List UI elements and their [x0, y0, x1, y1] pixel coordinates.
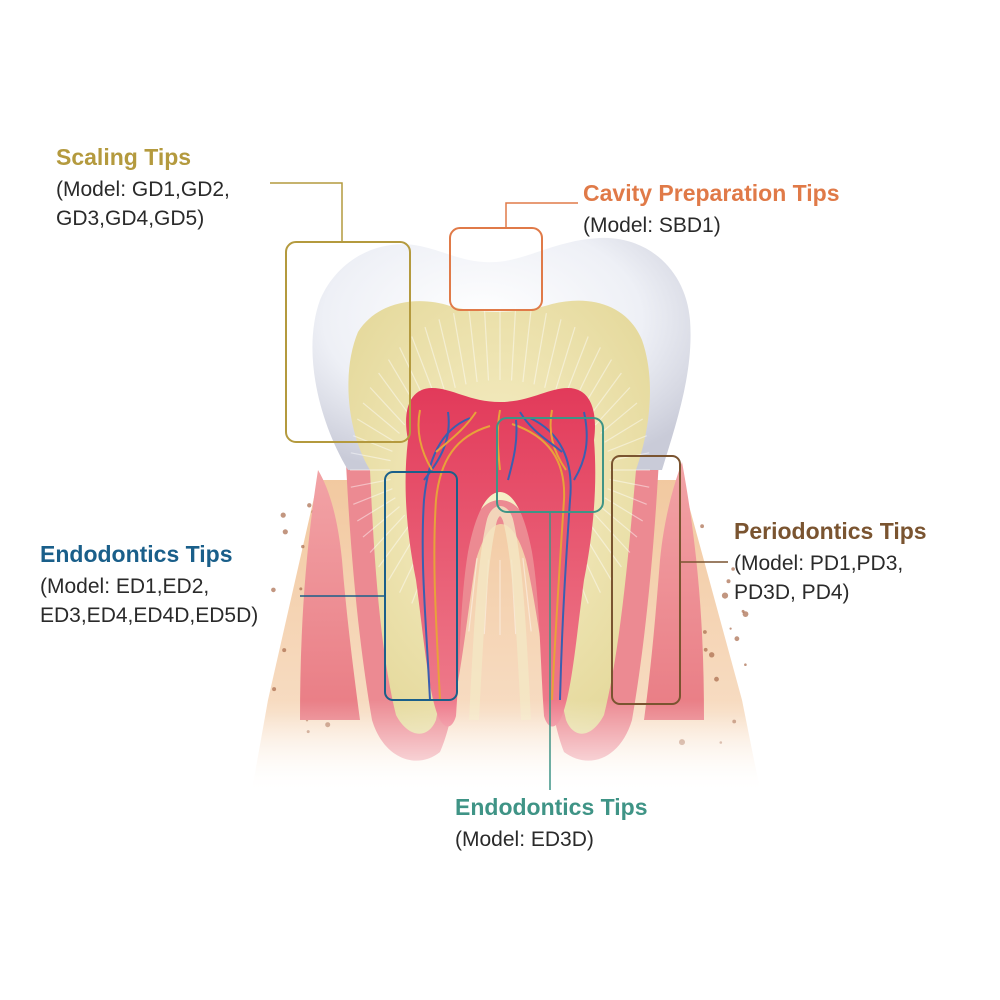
- dentin-tubule: [350, 478, 391, 488]
- bone-pore: [272, 687, 277, 692]
- bone-pore: [709, 652, 715, 658]
- bone-pore: [734, 636, 740, 642]
- dentin-tubule: [607, 488, 647, 505]
- dentin-tubule: [350, 452, 391, 462]
- scaling-tips-title: Scaling Tips: [56, 144, 192, 170]
- dentin-tubule: [588, 522, 622, 568]
- scaling-callout-box: [285, 241, 411, 443]
- bone-pore: [742, 611, 749, 617]
- bone-pore: [307, 503, 312, 508]
- endodontics-tips-bottom-title: Endodontics Tips: [455, 794, 648, 820]
- dentin-tubule: [356, 418, 396, 443]
- bone-pore: [714, 676, 719, 682]
- dentin-tubule: [411, 336, 436, 398]
- bone-pore: [703, 647, 708, 652]
- dentin-tubule: [564, 336, 589, 398]
- dentin-tubule: [353, 435, 393, 452]
- dentin-tubule: [533, 312, 547, 385]
- dentin-tubule: [604, 497, 644, 522]
- dentin-tubule: [369, 387, 406, 426]
- endodontics-tips-bottom-label: Endodontics Tips (Model: ED3D): [455, 793, 648, 854]
- dentin-tubule: [362, 506, 400, 538]
- bottom-fade: [240, 700, 780, 800]
- bone-pore: [700, 524, 704, 529]
- dentin-tubule: [453, 312, 467, 385]
- furcation-line: [469, 506, 531, 721]
- dentin-tubule: [424, 326, 446, 393]
- cavity-callout-box: [449, 227, 543, 311]
- endo-left-callout-box: [384, 471, 458, 701]
- dentin-tubules: [350, 305, 650, 635]
- endodontics-tips-bottom-models: (Model: ED3D): [455, 828, 594, 851]
- dentin-tubule: [362, 402, 400, 434]
- periodontics-tips-label: Periodontics Tips (Model: PD1,PD3, PD3D,…: [734, 517, 927, 607]
- periodontics-tips-title: Periodontics Tips: [734, 518, 927, 544]
- dentin-tubule: [544, 319, 562, 388]
- dentin-tubule: [609, 478, 650, 488]
- periodontics-tips-models-line2: PD3D, PD4): [734, 581, 850, 604]
- dentin-tubule: [468, 308, 478, 383]
- scaling-tips-label: Scaling Tips (Model: GD1,GD2, GD3,GD4,GD…: [56, 143, 230, 233]
- bone-pore: [726, 579, 731, 584]
- bone-pore: [280, 512, 286, 518]
- cavity-leader-line: [505, 202, 578, 228]
- bone-pore: [721, 592, 729, 599]
- dentin-tubule: [510, 305, 517, 381]
- bone-pore: [282, 648, 287, 653]
- cavity-preparation-tips-title: Cavity Preparation Tips: [583, 180, 840, 206]
- endodontics-tips-left-models-line2: ED3,ED4,ED4D,ED5D): [40, 604, 259, 627]
- dentin-tubule: [607, 435, 647, 452]
- endodontics-tips-left-models-line1: (Model: ED1,ED2,: [40, 575, 210, 598]
- cavity-preparation-tips-label: Cavity Preparation Tips (Model: SBD1): [583, 179, 840, 240]
- endodontics-tips-left-title: Endodontics Tips: [40, 541, 233, 567]
- scaling-leader-line: [270, 182, 343, 242]
- dentin-tubule: [604, 418, 644, 443]
- dentin-tubule: [438, 319, 456, 388]
- bone-pore: [271, 587, 276, 593]
- gum-left: [300, 470, 360, 720]
- dentin-tubule: [554, 326, 576, 393]
- periodontics-tips-models-line1: (Model: PD1,PD3,: [734, 552, 904, 575]
- bone-pore: [301, 544, 305, 549]
- dentin-tubule: [369, 514, 406, 553]
- dentin-tubule: [522, 557, 532, 632]
- bone-pore: [282, 529, 288, 535]
- dentin-tubule: [468, 557, 478, 632]
- dentin-tubule: [378, 372, 412, 418]
- dentin-tubule: [600, 506, 638, 538]
- bone-pore: [731, 567, 735, 571]
- bone-pore: [299, 587, 303, 591]
- perio-callout-box: [611, 455, 681, 705]
- bone-pore: [703, 630, 707, 634]
- dentin-tubule: [483, 305, 490, 381]
- gum-right: [644, 462, 704, 720]
- dentin-tubule: [356, 497, 396, 522]
- endodontics-tips-left-label: Endodontics Tips (Model: ED1,ED2, ED3,ED…: [40, 540, 258, 630]
- dentin-tubule: [588, 372, 622, 418]
- bone-pore: [744, 663, 747, 666]
- bone-pore: [729, 627, 732, 630]
- scaling-tips-models-line1: (Model: GD1,GD2,: [56, 178, 230, 201]
- cavity-preparation-tips-models: (Model: SBD1): [583, 214, 721, 237]
- dentin-tubule: [600, 402, 638, 434]
- dentin-tubule: [594, 387, 631, 426]
- scaling-tips-models-line2: GD3,GD4,GD5): [56, 207, 205, 230]
- dentin-tubule: [522, 308, 532, 383]
